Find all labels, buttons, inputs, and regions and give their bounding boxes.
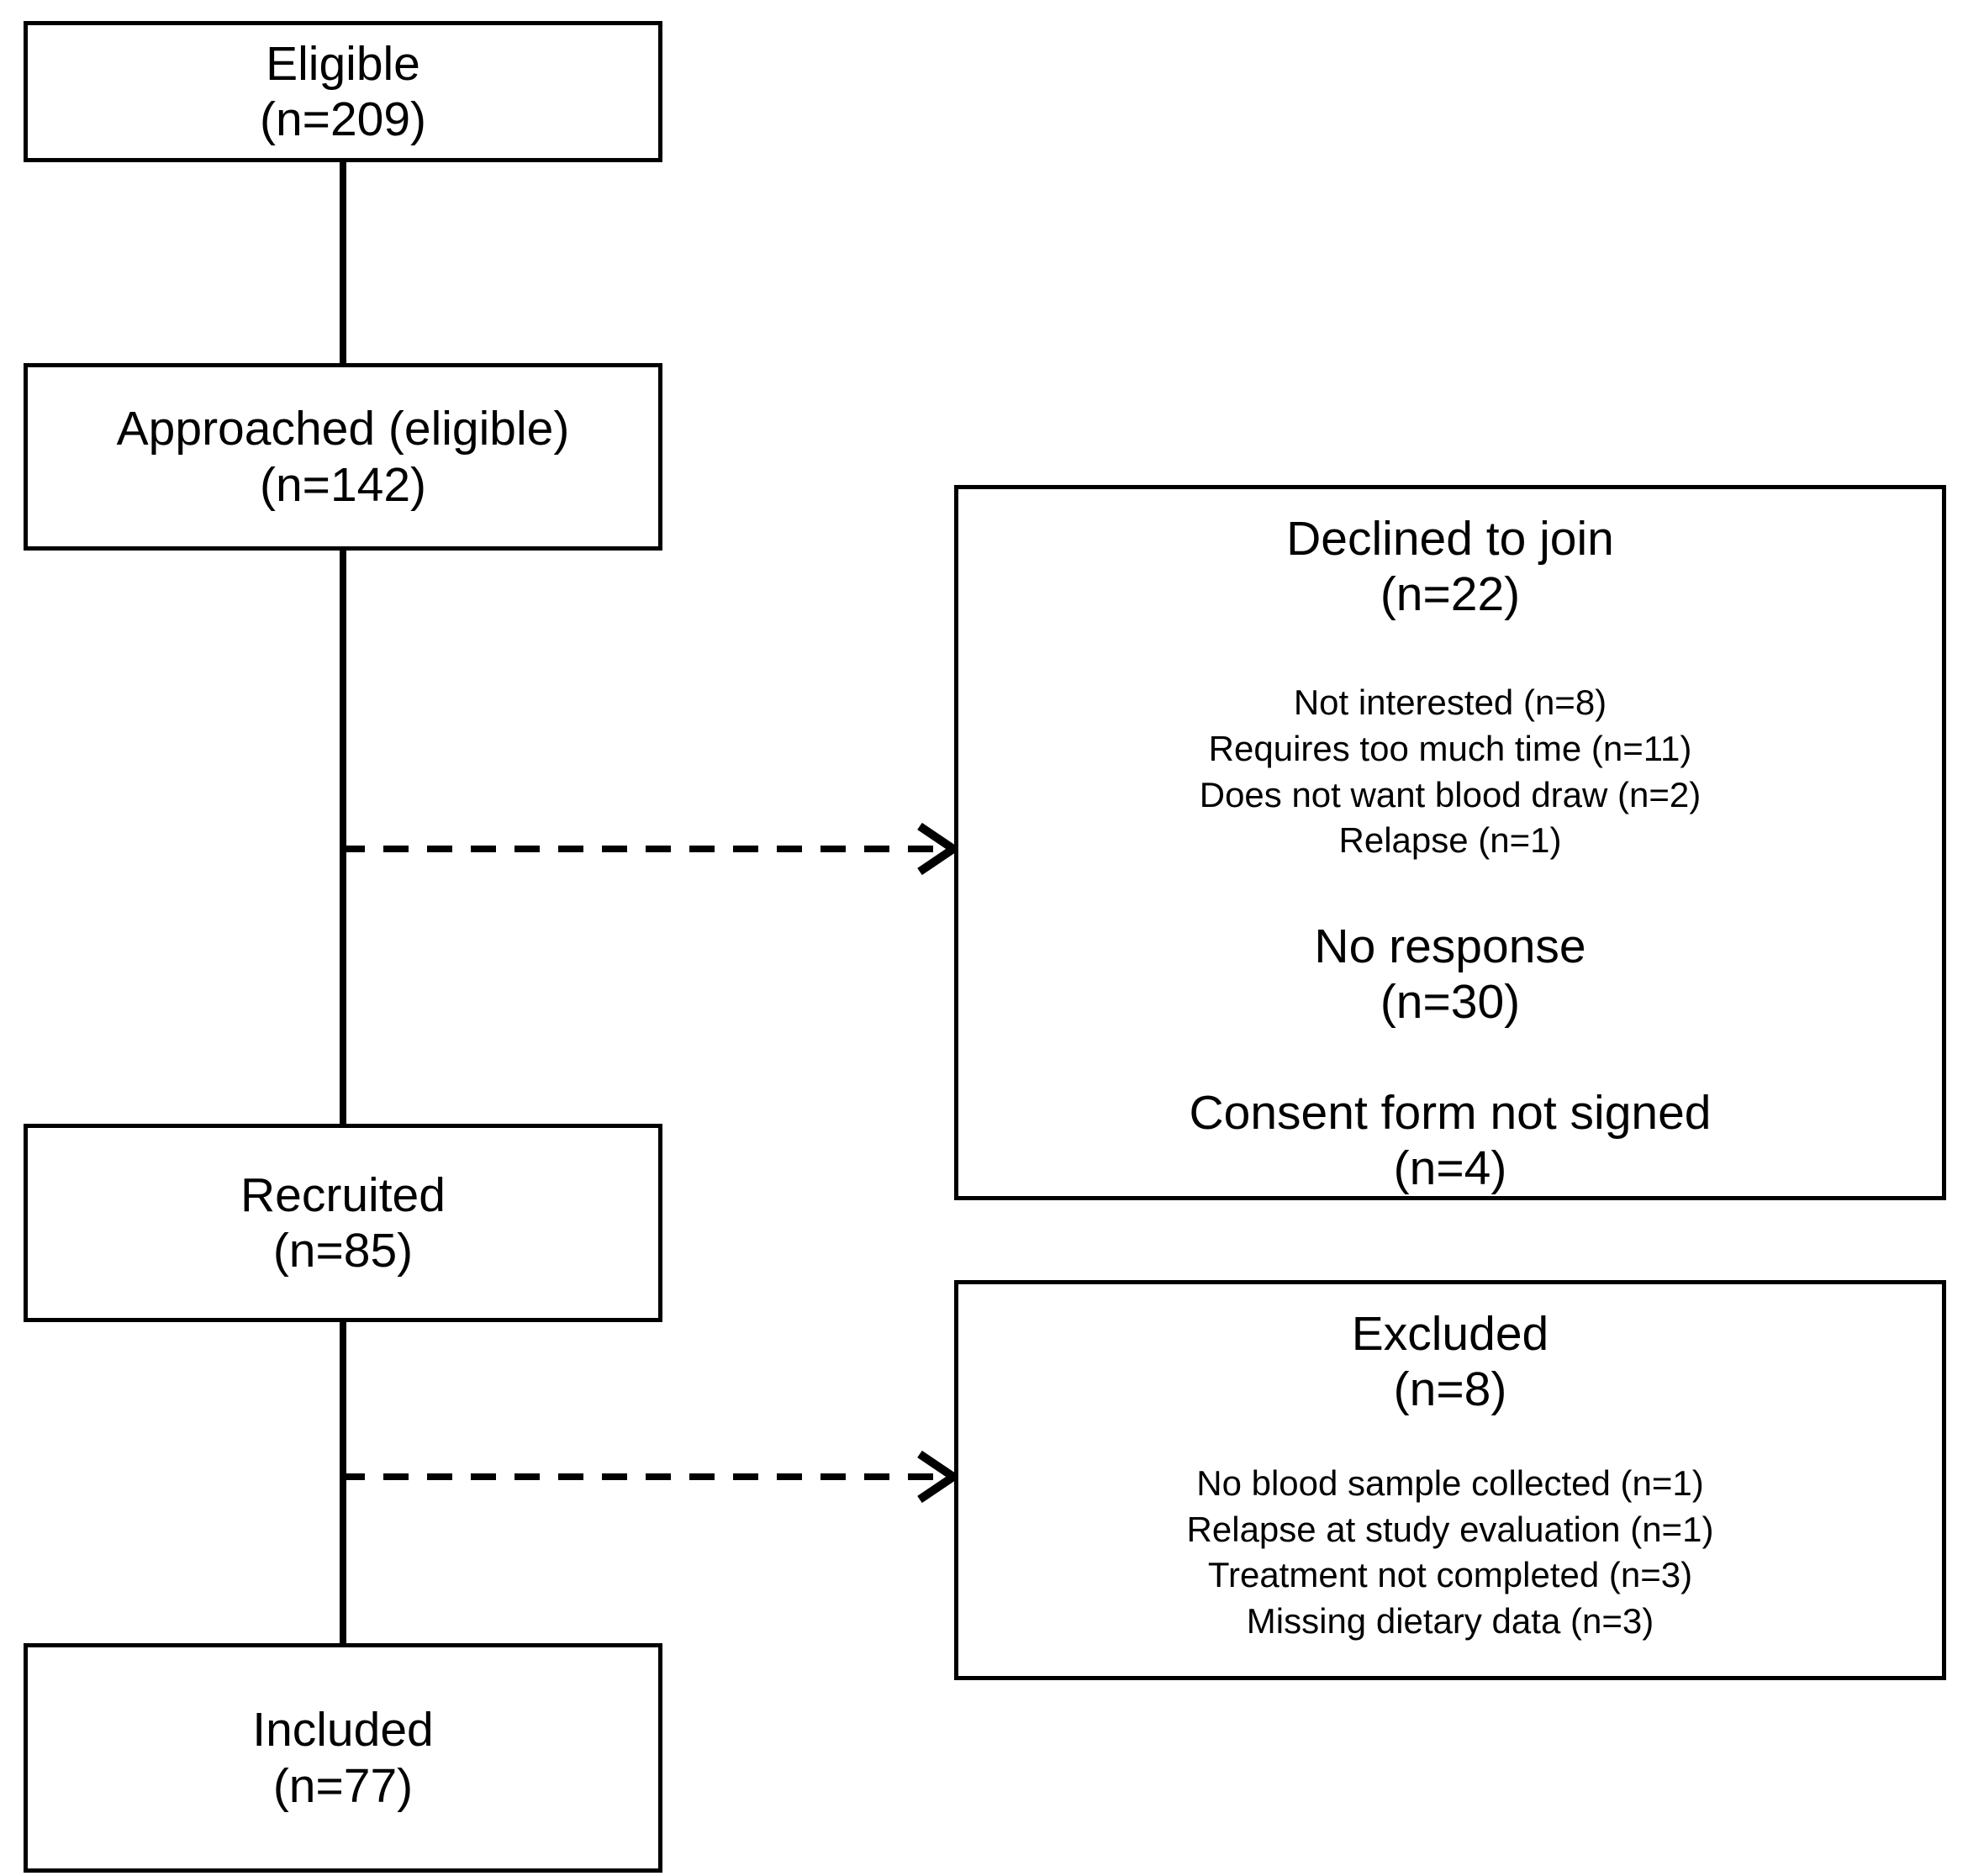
- list-item: Does not want blood draw (n=2): [1199, 774, 1702, 814]
- node-excluded: Excluded (n=8) No blood sample collected…: [954, 1280, 1946, 1680]
- node-included: Included (n=77): [24, 1643, 662, 1873]
- no-response-count: (n=30): [1380, 975, 1521, 1030]
- list-item: No blood sample collected (n=1): [1196, 1463, 1704, 1504]
- list-item: Relapse (n=1): [1338, 820, 1562, 861]
- node-approached-count: (n=142): [259, 457, 427, 512]
- node-eligible-count: (n=209): [259, 92, 427, 146]
- list-item: Treatment not completed (n=3): [1207, 1555, 1693, 1595]
- node-recruited-count: (n=85): [272, 1224, 414, 1278]
- arrowhead-icon: [917, 1450, 961, 1504]
- node-included-count: (n=77): [272, 1758, 414, 1813]
- node-approached-label: Approached (eligible): [116, 402, 570, 456]
- node-eligible: Eligible (n=209): [24, 21, 662, 162]
- node-declined-count: (n=22): [1380, 567, 1521, 622]
- consent-not-signed-label: Consent form not signed: [1189, 1085, 1712, 1140]
- no-response-label: No response: [1314, 920, 1586, 974]
- dashed-arrow-to-excluded: [340, 1450, 961, 1504]
- dashed-arrow-to-declined: [340, 822, 961, 876]
- connector-eligible-to-approached: [340, 158, 346, 367]
- node-excluded-label: Excluded: [1351, 1307, 1549, 1361]
- excluded-reason-list: No blood sample collected (n=1) Relapse …: [958, 1461, 1942, 1644]
- node-included-label: Included: [252, 1703, 434, 1757]
- node-eligible-label: Eligible: [266, 36, 420, 91]
- node-declined-to-join: Declined to join (n=22) Not interested (…: [954, 485, 1946, 1200]
- connector-recruited-to-included: [340, 1318, 346, 1647]
- node-recruited: Recruited (n=85): [24, 1124, 662, 1322]
- connector-approached-to-recruited: [340, 546, 346, 1128]
- consent-not-signed-count: (n=4): [1393, 1141, 1507, 1195]
- list-item: Not interested (n=8): [1293, 682, 1607, 723]
- node-declined-label: Declined to join: [1286, 512, 1614, 566]
- node-excluded-count: (n=8): [1393, 1362, 1507, 1417]
- node-approached: Approached (eligible) (n=142): [24, 363, 662, 551]
- arrowhead-icon: [917, 822, 961, 876]
- declined-reason-list: Not interested (n=8) Requires too much t…: [958, 680, 1942, 863]
- node-recruited-label: Recruited: [240, 1167, 446, 1222]
- list-item: Missing dietary data (n=3): [1246, 1601, 1654, 1641]
- list-item: Requires too much time (n=11): [1208, 728, 1692, 768]
- list-item: Relapse at study evaluation (n=1): [1186, 1509, 1714, 1549]
